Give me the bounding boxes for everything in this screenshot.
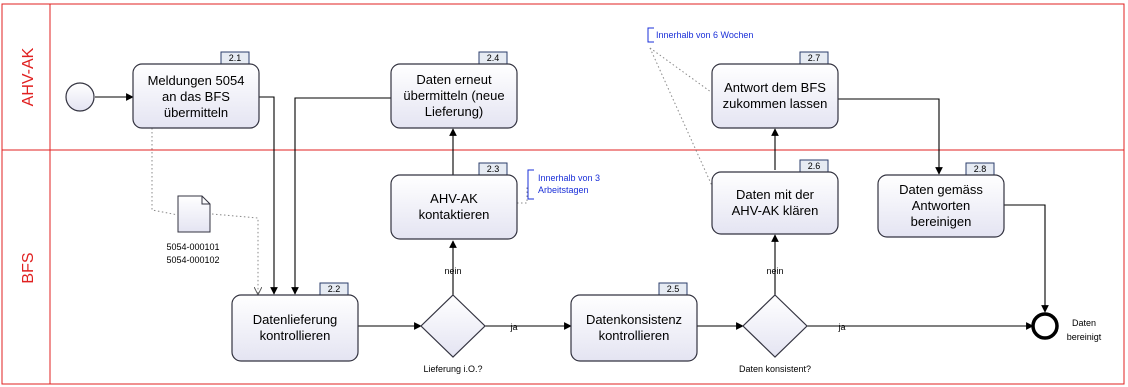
document-fold	[201, 196, 210, 205]
task-label-line: Daten erneut	[416, 72, 492, 87]
data-object: 5054-000101 5054-000102	[166, 195, 220, 265]
associations	[151, 47, 714, 294]
task-2-1[interactable]: 2.1 Meldungen 5054 an das BFS übermittel…	[132, 51, 260, 129]
sequence-flows	[95, 93, 1049, 330]
assoc-annotation-2-7	[649, 47, 712, 93]
gateway-diamond	[742, 294, 808, 358]
data-object-label-line-2: 5054-000102	[166, 255, 219, 265]
document-icon	[177, 195, 211, 233]
task-number-tag: 2.7	[799, 51, 829, 65]
task-label-line: zukommen lassen	[723, 96, 828, 111]
task-label-line: übermitteln (neue	[403, 88, 504, 103]
task-label-line: kontrollieren	[260, 328, 331, 343]
task-label-line: kontrollieren	[599, 328, 670, 343]
gateway-label: Lieferung i.O.?	[423, 364, 482, 374]
task-body	[390, 63, 518, 129]
task-2-5[interactable]: 2.5 Datenkonsistenz kontrollieren	[570, 282, 698, 362]
task-label-line: übermitteln	[164, 105, 228, 120]
annotation-3-arbeitstage: Innerhalb von 3 Arbeitstagen	[527, 169, 600, 200]
task-2-4[interactable]: 2.4 Daten erneut übermitteln (neue Liefe…	[390, 51, 518, 129]
annotation-line: Innerhalb von 6 Wochen	[656, 30, 753, 40]
flow-label-nein-1: nein	[444, 266, 461, 276]
task-label-line: kontaktieren	[419, 207, 490, 222]
svg-text:2.3: 2.3	[487, 164, 500, 174]
task-label-line: AHV-AK klären	[732, 203, 819, 218]
task-number-tag: 2.2	[319, 282, 349, 296]
svg-text:2.2: 2.2	[328, 284, 341, 294]
start-event	[65, 82, 95, 112]
svg-text:2.8: 2.8	[974, 164, 987, 174]
task-label-line: Daten mit der	[736, 187, 815, 202]
flow-2-8-to-end	[1004, 204, 1049, 313]
task-body	[711, 171, 839, 235]
assoc-2-1-to-data	[151, 128, 179, 216]
task-body	[390, 174, 518, 240]
svg-text:2.4: 2.4	[487, 53, 500, 63]
task-label-line: Datenkonsistenz	[586, 312, 682, 327]
flow-label-nein-2: nein	[766, 266, 783, 276]
lane-label-ahv-ak: AHV-AK	[20, 47, 37, 106]
task-label-line: bereinigen	[911, 214, 972, 229]
gateway-lieferung[interactable]: Lieferung i.O.?	[420, 294, 486, 374]
flow-2-1-to-2-2	[259, 96, 278, 295]
pool: AHV-AK BFS	[1, 3, 1125, 385]
task-body	[877, 174, 1005, 238]
task-number-tag: 2.1	[220, 51, 250, 65]
task-body	[570, 294, 698, 362]
task-label-line: Datenlieferung	[253, 312, 338, 327]
gateway-konsistenz[interactable]: Daten konsistent?	[739, 294, 811, 374]
task-number-tag: 2.8	[965, 162, 995, 176]
end-event-label-line-1: Daten	[1072, 318, 1096, 328]
task-label-line: an das BFS	[162, 89, 230, 104]
task-body	[231, 294, 359, 362]
flow-label-ja-2: ja	[837, 322, 845, 332]
task-label-line: Antwort dem BFS	[724, 80, 826, 95]
annotation-bracket	[527, 169, 534, 200]
gateway-diamond	[420, 294, 486, 358]
svg-text:2.5: 2.5	[667, 284, 680, 294]
task-2-2[interactable]: 2.2 Datenlieferung kontrollieren	[231, 282, 359, 362]
task-number-tag: 2.5	[658, 282, 688, 296]
task-2-3[interactable]: 2.3 AHV-AK kontaktieren	[390, 162, 518, 240]
annotation-line: Arbeitstagen	[538, 185, 589, 195]
annotation-line: Innerhalb von 3	[538, 173, 600, 183]
task-number-tag: 2.4	[478, 51, 508, 65]
svg-text:2.6: 2.6	[808, 161, 821, 171]
task-number-tag: 2.3	[478, 162, 508, 176]
svg-text:2.1: 2.1	[229, 53, 242, 63]
lane-label-bfs: BFS	[20, 252, 37, 283]
assoc-2-3-annotation	[517, 187, 528, 204]
pool-border	[1, 3, 1125, 385]
end-event-label-line-2: bereinigt	[1067, 332, 1102, 342]
task-label-line: Lieferung)	[425, 104, 484, 119]
end-event-circle	[1031, 312, 1059, 340]
task-2-6[interactable]: 2.6 Daten mit der AHV-AK klären	[711, 159, 839, 235]
assoc-data-to-2-2	[211, 213, 258, 294]
task-2-7[interactable]: 2.7 Antwort dem BFS zukommen lassen	[711, 51, 839, 129]
task-2-8[interactable]: 2.8 Daten gemäss Antworten bereinigen	[877, 162, 1005, 238]
task-label-line: Daten gemäss	[899, 182, 983, 197]
task-label-line: Meldungen 5054	[148, 73, 245, 88]
task-body	[132, 63, 260, 129]
assoc-annotation-2-6	[649, 47, 714, 189]
flow-2-7-to-2-8	[838, 98, 943, 175]
task-number-tag: 2.6	[799, 159, 829, 173]
data-object-label-line-1: 5054-000101	[166, 242, 219, 252]
task-body	[711, 63, 839, 129]
flow-label-ja-1: ja	[509, 322, 517, 332]
annotation-6-wochen: Innerhalb von 6 Wochen	[647, 27, 753, 43]
annotation-bracket	[647, 27, 654, 43]
task-label-line: AHV-AK	[430, 191, 478, 206]
svg-text:2.7: 2.7	[808, 53, 821, 63]
flow-2-4-to-2-2	[291, 97, 391, 295]
task-label-line: Antworten	[912, 198, 971, 213]
end-event: Daten bereinigt	[1031, 312, 1102, 342]
gateway-label: Daten konsistent?	[739, 364, 811, 374]
